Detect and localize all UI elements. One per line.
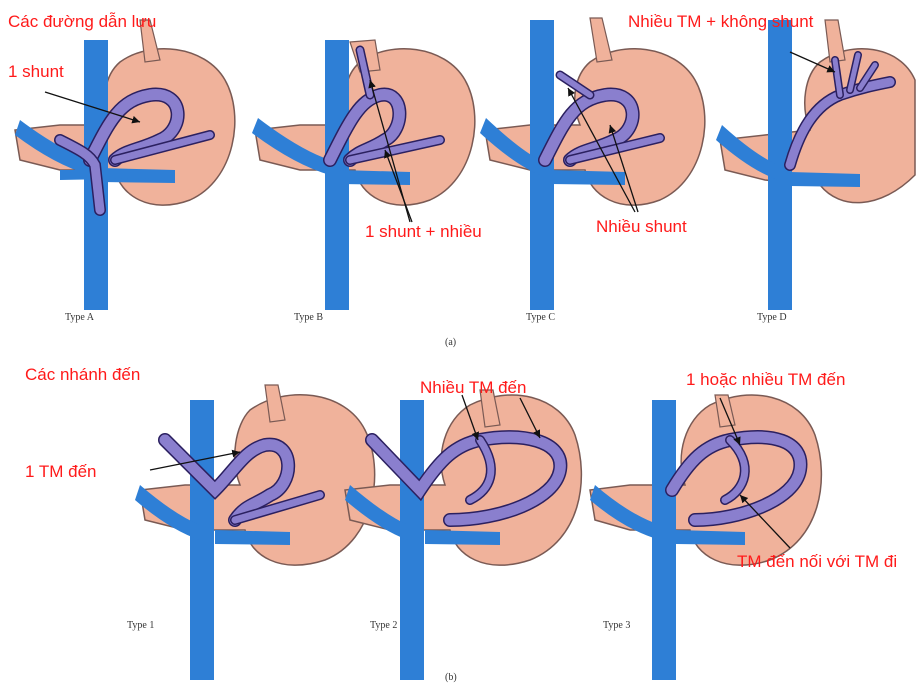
annotation-one-or-many-tm-in: 1 hoặc nhiều TM đến [686, 370, 845, 390]
caption-part-a: (a) [445, 337, 456, 348]
esophagus-tube [590, 18, 612, 62]
caption-type-a: Type A [65, 312, 94, 323]
annotation-many-shunt: Nhiều shunt [596, 217, 687, 237]
esophagus-tube [825, 20, 845, 62]
renal-vein [425, 530, 500, 545]
annotation-many-tm-no-shunt: Nhiều TM + không shunt [628, 12, 813, 32]
annotation-one-tm-in: 1 TM đến [25, 462, 97, 482]
annotation-afferent-title: Các nhánh đến [25, 365, 140, 385]
caption-type-1: Type 1 [127, 620, 154, 631]
renal-vein [215, 530, 290, 545]
vena-cava [400, 400, 424, 680]
caption-type-b: Type B [294, 312, 323, 323]
panel-type-1 [135, 385, 375, 680]
caption-type-d: Type D [757, 312, 787, 323]
caption-type-3: Type 3 [603, 620, 630, 631]
annotation-drainage-title: Các đường dẫn lưu [8, 12, 156, 32]
renal-vein [676, 530, 745, 545]
caption-type-c: Type C [526, 312, 555, 323]
caption-type-2: Type 2 [370, 620, 397, 631]
vena-cava [652, 400, 676, 680]
panel-type-c [480, 18, 705, 310]
annotation-one-shunt-many: 1 shunt + nhiều [365, 222, 482, 242]
renal-vein [790, 172, 860, 187]
panel-type-b [252, 40, 475, 310]
annotation-tm-in-connect-out: TM đến nối với TM đi [737, 552, 897, 572]
annotation-one-shunt: 1 shunt [8, 62, 64, 82]
annotation-many-tm-in: Nhiều TM đến [420, 378, 526, 398]
caption-part-b: (b) [445, 672, 457, 683]
panel-type-d [716, 20, 915, 310]
panel-type-2 [345, 390, 581, 680]
vena-cava [190, 400, 214, 680]
panel-type-3 [590, 395, 821, 680]
